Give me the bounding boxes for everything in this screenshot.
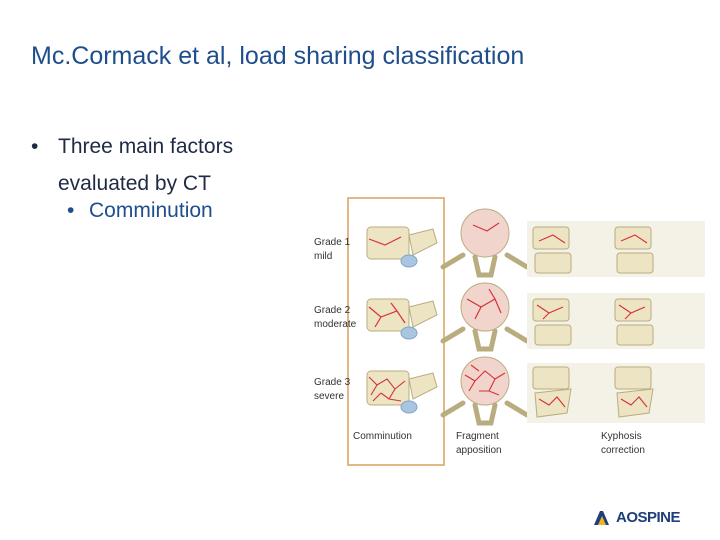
load-sharing-figure: Grade 1 mild Grade 2 moderate Grade 3 se…	[314, 197, 705, 466]
caption-kyphosis-line1: Kyphosis	[601, 431, 642, 442]
kyphosis-spine-grade3	[527, 363, 705, 423]
grade3-desc: severe	[314, 391, 344, 402]
aospine-logo-icon	[594, 511, 609, 525]
kyphosis-spine-grade2	[527, 293, 705, 349]
sub-bullet-marker: •	[67, 199, 75, 222]
bullet-marker: •	[31, 135, 39, 158]
caption-fragment-line2: apposition	[456, 445, 502, 456]
caption-fragment-line1: Fragment	[456, 431, 499, 442]
sub-bullet-text: Comminution	[89, 199, 213, 222]
slide-title: Mc.Cormack et al, load sharing classific…	[31, 42, 525, 70]
comminution-highlight-box	[347, 197, 445, 466]
fragment-axial-grade3	[440, 356, 530, 426]
aospine-logo-text: AOSPINE	[616, 509, 681, 526]
fragment-axial-grade1	[440, 208, 530, 278]
comminution-vertebra-grade1	[366, 226, 438, 268]
grade1-label: Grade 1	[314, 237, 351, 248]
grade2-desc: moderate	[314, 319, 357, 330]
grade1-desc: mild	[314, 251, 332, 262]
grade2-label: Grade 2	[314, 305, 351, 316]
bullet-text: Three main factors evaluated by CT	[58, 135, 234, 195]
kyphosis-spine-grade1	[527, 221, 705, 277]
comminution-vertebra-grade2	[366, 298, 438, 340]
fragment-axial-grade2	[440, 282, 530, 352]
caption-kyphosis-line2: correction	[601, 445, 645, 456]
caption-comminution: Comminution	[353, 431, 412, 442]
grade3-label: Grade 3	[314, 377, 351, 388]
comminution-vertebra-grade3	[366, 370, 438, 414]
